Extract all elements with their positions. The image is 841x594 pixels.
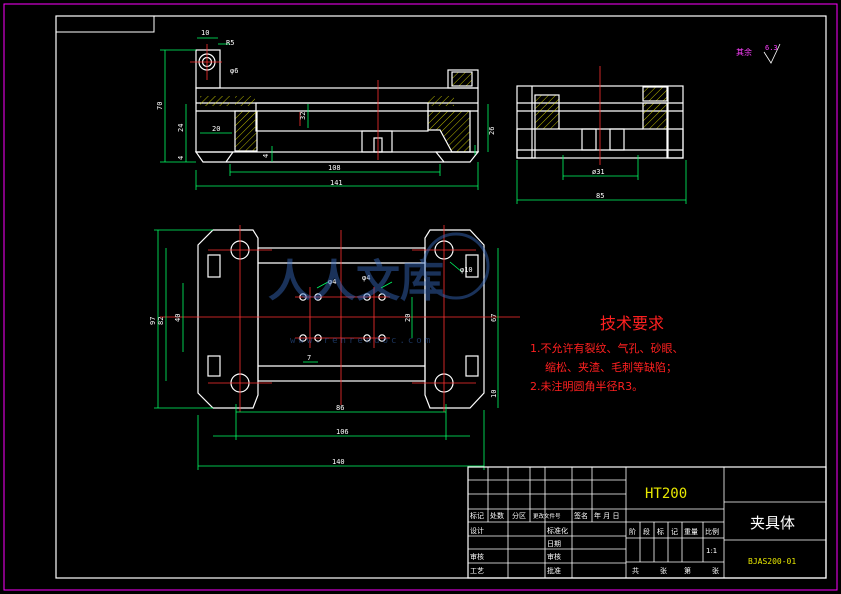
tb-weight: 重量 <box>684 528 698 536</box>
tb-sheet-3: 第 <box>684 566 691 575</box>
dim-26: 26 <box>488 127 496 135</box>
dim-40: 40 <box>174 314 182 322</box>
tb-change-doc: 更改文件号 <box>533 512 561 520</box>
tb-review-2: 审核 <box>547 552 561 561</box>
tech-req-item-3: 2.未注明圆角半径R3。 <box>530 379 643 393</box>
title-block <box>467 466 827 579</box>
dim-70: 70 <box>156 102 164 110</box>
roughness-symbol <box>763 43 781 64</box>
front-dim-text: 10 R5 φ6 70 24 4 20 32 108 141 26 4 <box>156 29 496 187</box>
watermark-url: www.renrendoc.com <box>290 336 433 346</box>
dim-32: 32 <box>299 112 307 120</box>
tb-scale-label: 比例 <box>705 527 719 536</box>
tb-date-label: 日期 <box>547 540 561 548</box>
watermark-logo <box>422 232 490 300</box>
drawing-frame <box>55 15 827 579</box>
dim-phi6: φ6 <box>230 67 238 75</box>
tech-req-item-1: 1.不允许有裂纹、气孔、砂眼、 <box>530 341 684 355</box>
side-dimensions <box>516 155 687 204</box>
sheet-border <box>3 3 838 591</box>
dim-67: 67 <box>490 314 498 322</box>
tb-sign: 签名 <box>574 511 588 520</box>
dim-20: 20 <box>212 125 220 133</box>
tb-sheet-2: 张 <box>660 566 667 575</box>
tb-date: 年 月 日 <box>594 511 619 520</box>
dim-82: 82 <box>157 317 165 325</box>
top-centerlines <box>160 225 520 412</box>
tb-review: 审核 <box>470 552 484 561</box>
tb-zone: 分区 <box>512 511 526 520</box>
top-dim-text: φ10 φ4 φ4 97 82 40 20 67 10 7 86 106 140 <box>149 266 498 466</box>
top-dimensions <box>154 229 499 470</box>
dim-86: 86 <box>336 404 344 412</box>
dim-20: 20 <box>404 314 412 322</box>
surface-finish: 其余 6.3 <box>736 43 781 64</box>
tb-approve: 批准 <box>547 566 561 575</box>
dim-141: 141 <box>330 179 343 187</box>
tb-design: 设计 <box>470 526 484 535</box>
surface-finish-value: 6.3 <box>765 44 778 52</box>
tb-sheet-1: 共 <box>632 566 639 575</box>
dim-r5: R5 <box>226 39 234 47</box>
tb-stage-2: 段 <box>643 527 650 536</box>
tech-req-title: 技术要求 <box>600 314 664 333</box>
front-dimensions <box>160 37 489 190</box>
dim-10: 10 <box>201 29 209 37</box>
dim-phi4-b: φ4 <box>362 274 370 282</box>
dim-phi4-a: φ4 <box>328 278 336 286</box>
dim-7: 7 <box>307 354 311 362</box>
front-view <box>194 49 480 163</box>
tb-standardize: 标准化 <box>547 526 568 535</box>
tb-stage-4: 记 <box>671 528 678 536</box>
tb-mark: 标记 <box>470 511 484 520</box>
dim-140: 140 <box>332 458 345 466</box>
part-name: 夹具体 <box>750 514 795 532</box>
title-block-text: 标记 处数 分区 更改文件号 签名 年 月 日 设计 标准化 日期 审核 审核 … <box>470 511 719 575</box>
side-dim-text: ø31 85 <box>592 168 605 200</box>
dim-4-left: 4 <box>177 156 185 160</box>
surface-finish-label: 其余 <box>736 47 752 57</box>
watermark-text: 人人文库 <box>268 256 444 307</box>
dim-24: 24 <box>177 124 185 132</box>
material: HT200 <box>645 486 687 502</box>
dim-phi31: ø31 <box>592 168 605 176</box>
dim-4-mid: 4 <box>262 154 270 158</box>
code-box <box>55 15 155 33</box>
watermark: 人人文库 www.renrendoc.com <box>268 232 490 346</box>
dim-10: 10 <box>490 390 498 398</box>
tb-process: 工艺 <box>470 567 484 575</box>
tb-stage-3: 标 <box>657 527 664 536</box>
drawing-number: BJAS200-01 <box>748 557 796 566</box>
tech-req-item-2: 缩松、夹渣、毛刺等缺陷； <box>545 360 677 374</box>
dim-108: 108 <box>328 164 341 172</box>
technical-requirements: 技术要求 1.不允许有裂纹、气孔、砂眼、 缩松、夹渣、毛刺等缺陷； 2.未注明圆… <box>530 314 684 393</box>
dim-106: 106 <box>336 428 349 436</box>
front-centerlines <box>190 44 379 160</box>
dim-85: 85 <box>596 192 604 200</box>
dim-97: 97 <box>149 317 157 325</box>
dim-phi10: φ10 <box>460 266 473 274</box>
tb-sheet-4: 张 <box>712 566 719 575</box>
tb-stage-1: 阶 <box>629 527 636 536</box>
tb-scale-value: 1:1 <box>706 547 717 555</box>
tb-count: 处数 <box>490 511 504 520</box>
